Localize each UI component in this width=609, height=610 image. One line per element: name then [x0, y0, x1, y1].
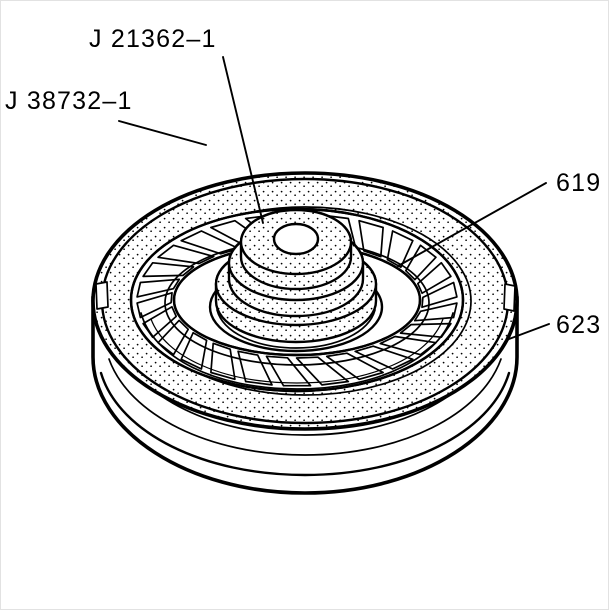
callout-label-part-619: 619	[556, 169, 601, 197]
vane-segment	[386, 230, 414, 269]
barrel-contour-2	[108, 358, 502, 456]
pilot-bore	[272, 222, 320, 256]
barrel-contour-1	[99, 371, 511, 477]
center-hub	[214, 208, 378, 344]
vane-segment	[358, 219, 384, 258]
vane-segment	[157, 319, 190, 356]
callout-label-tool-lower: J 38732–1	[5, 87, 133, 115]
leader-line-tool-upper	[222, 56, 264, 224]
leader-line-part-623	[508, 323, 550, 340]
vane-segment	[379, 335, 437, 356]
vane-ring-lip-2	[150, 318, 444, 384]
vane-segment	[421, 281, 458, 309]
leader-line-part-619	[397, 182, 547, 267]
vane-segment	[404, 244, 437, 281]
vane-segment	[416, 261, 452, 295]
vane-segment	[157, 244, 215, 265]
vane-segment	[354, 345, 414, 370]
vane-segment	[325, 352, 384, 381]
flange-front-lip	[216, 309, 376, 349]
callouts: J 21362–1 J 38732–1 619 623	[5, 25, 601, 340]
vane-segment	[136, 278, 181, 298]
outer-rim-ellipse	[91, 171, 519, 431]
left-lug	[95, 281, 109, 310]
vane-segment	[180, 331, 208, 370]
vane-ring-lip	[140, 312, 454, 390]
callout-label-part-623: 623	[556, 311, 601, 339]
right-lug	[503, 283, 516, 312]
vane-segment	[136, 291, 173, 319]
callout-label-tool-upper: J 21362–1	[89, 25, 217, 53]
leader-line-tool-lower	[118, 120, 207, 146]
